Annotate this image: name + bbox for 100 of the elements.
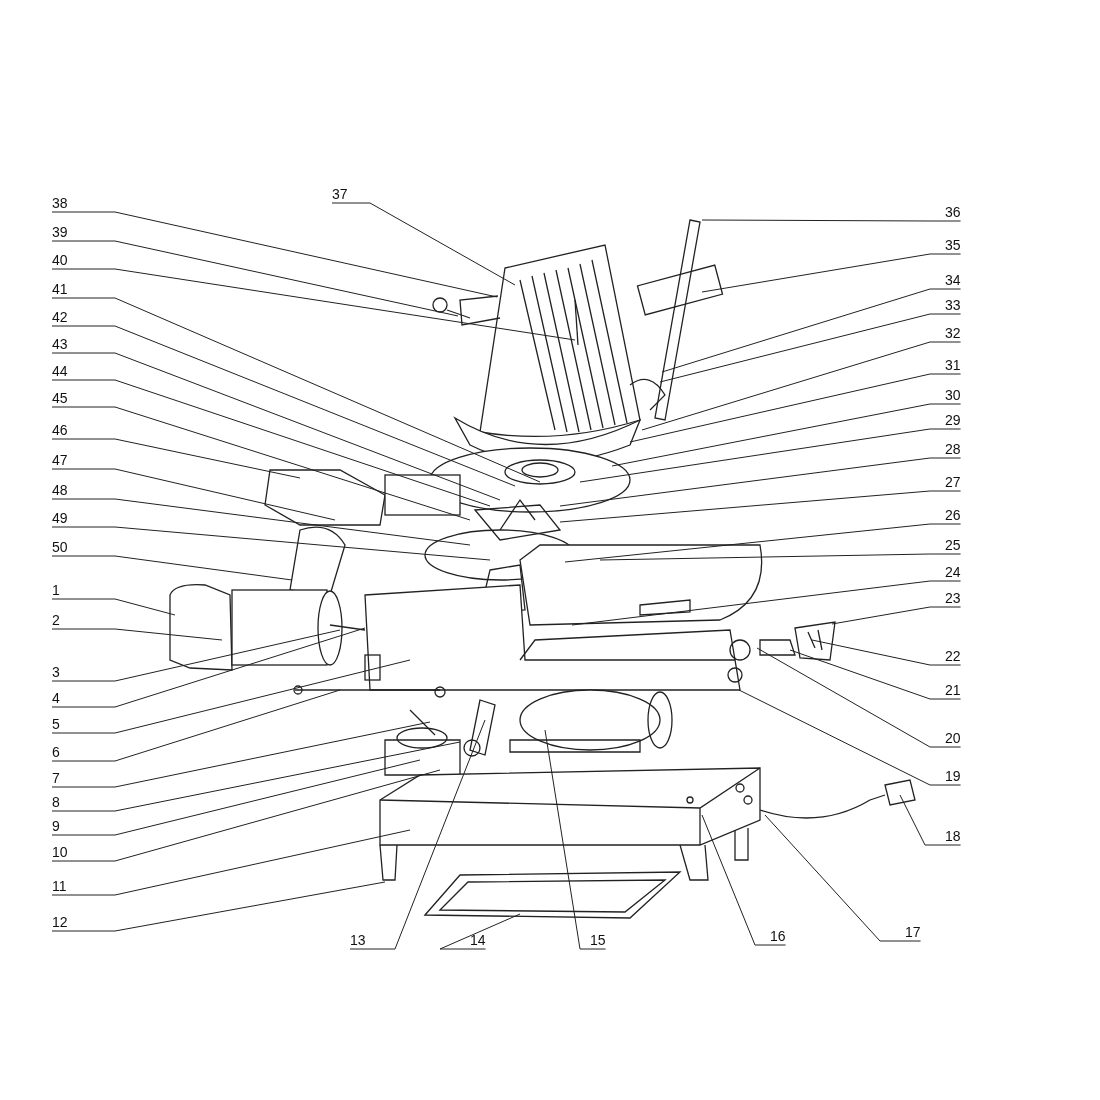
leader-line xyxy=(51,438,301,479)
leader-line xyxy=(661,288,962,373)
leader-line xyxy=(51,352,501,501)
callout-number: 32 xyxy=(945,325,961,341)
callout-number: 14 xyxy=(470,932,486,948)
callout-number: 2 xyxy=(52,612,60,628)
leader-line xyxy=(51,498,471,546)
callout-number: 1 xyxy=(52,582,60,598)
leader-line xyxy=(811,639,962,666)
callout-number: 28 xyxy=(945,441,961,457)
callout-number: 7 xyxy=(52,770,60,786)
callout-number: 43 xyxy=(52,336,68,352)
callout-number: 50 xyxy=(52,539,68,555)
leader-line xyxy=(738,689,962,786)
leader-line xyxy=(439,913,521,950)
callout-number: 16 xyxy=(770,928,786,944)
leader-line xyxy=(564,523,962,563)
callout-number: 29 xyxy=(945,412,961,428)
leader-line xyxy=(51,721,431,788)
leader-line xyxy=(51,628,223,641)
leader-line xyxy=(831,606,962,625)
leader-line xyxy=(51,759,421,836)
leader-line xyxy=(544,729,607,950)
callout-number: 27 xyxy=(945,474,961,490)
leader-line xyxy=(559,457,962,507)
callout-number: 4 xyxy=(52,690,60,706)
leader-line xyxy=(51,629,341,682)
leader-line xyxy=(349,719,486,950)
callout-number: 10 xyxy=(52,844,68,860)
leader-line xyxy=(51,881,386,932)
leader-line xyxy=(51,689,341,762)
callout-number: 26 xyxy=(945,507,961,523)
callout-number: 49 xyxy=(52,510,68,526)
callout-number: 13 xyxy=(350,932,366,948)
callout-number: 47 xyxy=(52,452,68,468)
leader-line xyxy=(51,659,411,734)
callout-number: 38 xyxy=(52,195,68,211)
callout-number: 33 xyxy=(945,297,961,313)
leader-line xyxy=(51,627,366,708)
callout-number: 12 xyxy=(52,914,68,930)
leader-line xyxy=(659,313,962,383)
callout-number: 9 xyxy=(52,818,60,834)
leader-line xyxy=(51,211,498,298)
callout-number: 6 xyxy=(52,744,60,760)
leader-line xyxy=(899,794,962,846)
callout-number: 45 xyxy=(52,390,68,406)
callout-number: 39 xyxy=(52,224,68,240)
leader-line xyxy=(579,428,962,483)
leader-line xyxy=(51,741,461,812)
callout-number: 37 xyxy=(332,186,348,202)
leader-line xyxy=(51,526,491,561)
leader-line xyxy=(51,325,516,487)
callout-number: 44 xyxy=(52,363,68,379)
callout-number: 41 xyxy=(52,281,68,297)
callout-number: 11 xyxy=(52,878,67,894)
callout-number: 18 xyxy=(945,828,961,844)
leader-line xyxy=(51,240,459,317)
callout-number: 5 xyxy=(52,716,60,732)
leader-line xyxy=(51,406,471,521)
callout-number: 46 xyxy=(52,422,68,438)
leader-line xyxy=(51,379,491,507)
leader-line xyxy=(559,490,962,523)
callout-number: 20 xyxy=(945,730,961,746)
callout-number: 19 xyxy=(945,768,961,784)
callout-number: 30 xyxy=(945,387,961,403)
leader-line xyxy=(571,580,962,626)
leader-line xyxy=(701,219,962,222)
leader-line xyxy=(629,373,962,443)
callout-number: 17 xyxy=(905,924,921,940)
callout-number: 8 xyxy=(52,794,60,810)
leader-line xyxy=(701,814,787,946)
callout-number: 24 xyxy=(945,564,961,580)
leader-line xyxy=(701,253,962,293)
callout-number: 35 xyxy=(945,237,961,253)
leader-line xyxy=(51,769,441,862)
callout-number: 21 xyxy=(945,682,961,698)
leader-line xyxy=(51,829,411,896)
leader-line xyxy=(611,403,962,467)
leader-line xyxy=(789,649,962,700)
leader-line xyxy=(51,468,336,521)
callout-number: 22 xyxy=(945,648,961,664)
leader-line xyxy=(51,598,176,616)
leader-line xyxy=(51,555,293,581)
callout-number: 36 xyxy=(945,204,961,220)
callout-number: 25 xyxy=(945,537,961,553)
callout-number: 42 xyxy=(52,309,68,325)
callout-number: 34 xyxy=(945,272,961,288)
leader-line xyxy=(51,297,541,483)
callout-number: 23 xyxy=(945,590,961,606)
leader-line xyxy=(764,814,922,942)
callout-number: 15 xyxy=(590,932,606,948)
leader-line xyxy=(756,647,962,748)
leader-line xyxy=(331,202,516,286)
leader-line xyxy=(51,268,576,341)
callout-number: 48 xyxy=(52,482,68,498)
callout-number: 3 xyxy=(52,664,60,680)
callout-number: 40 xyxy=(52,252,68,268)
leader-line xyxy=(641,341,962,431)
leader-line xyxy=(599,553,962,561)
callout-number: 31 xyxy=(945,357,961,373)
